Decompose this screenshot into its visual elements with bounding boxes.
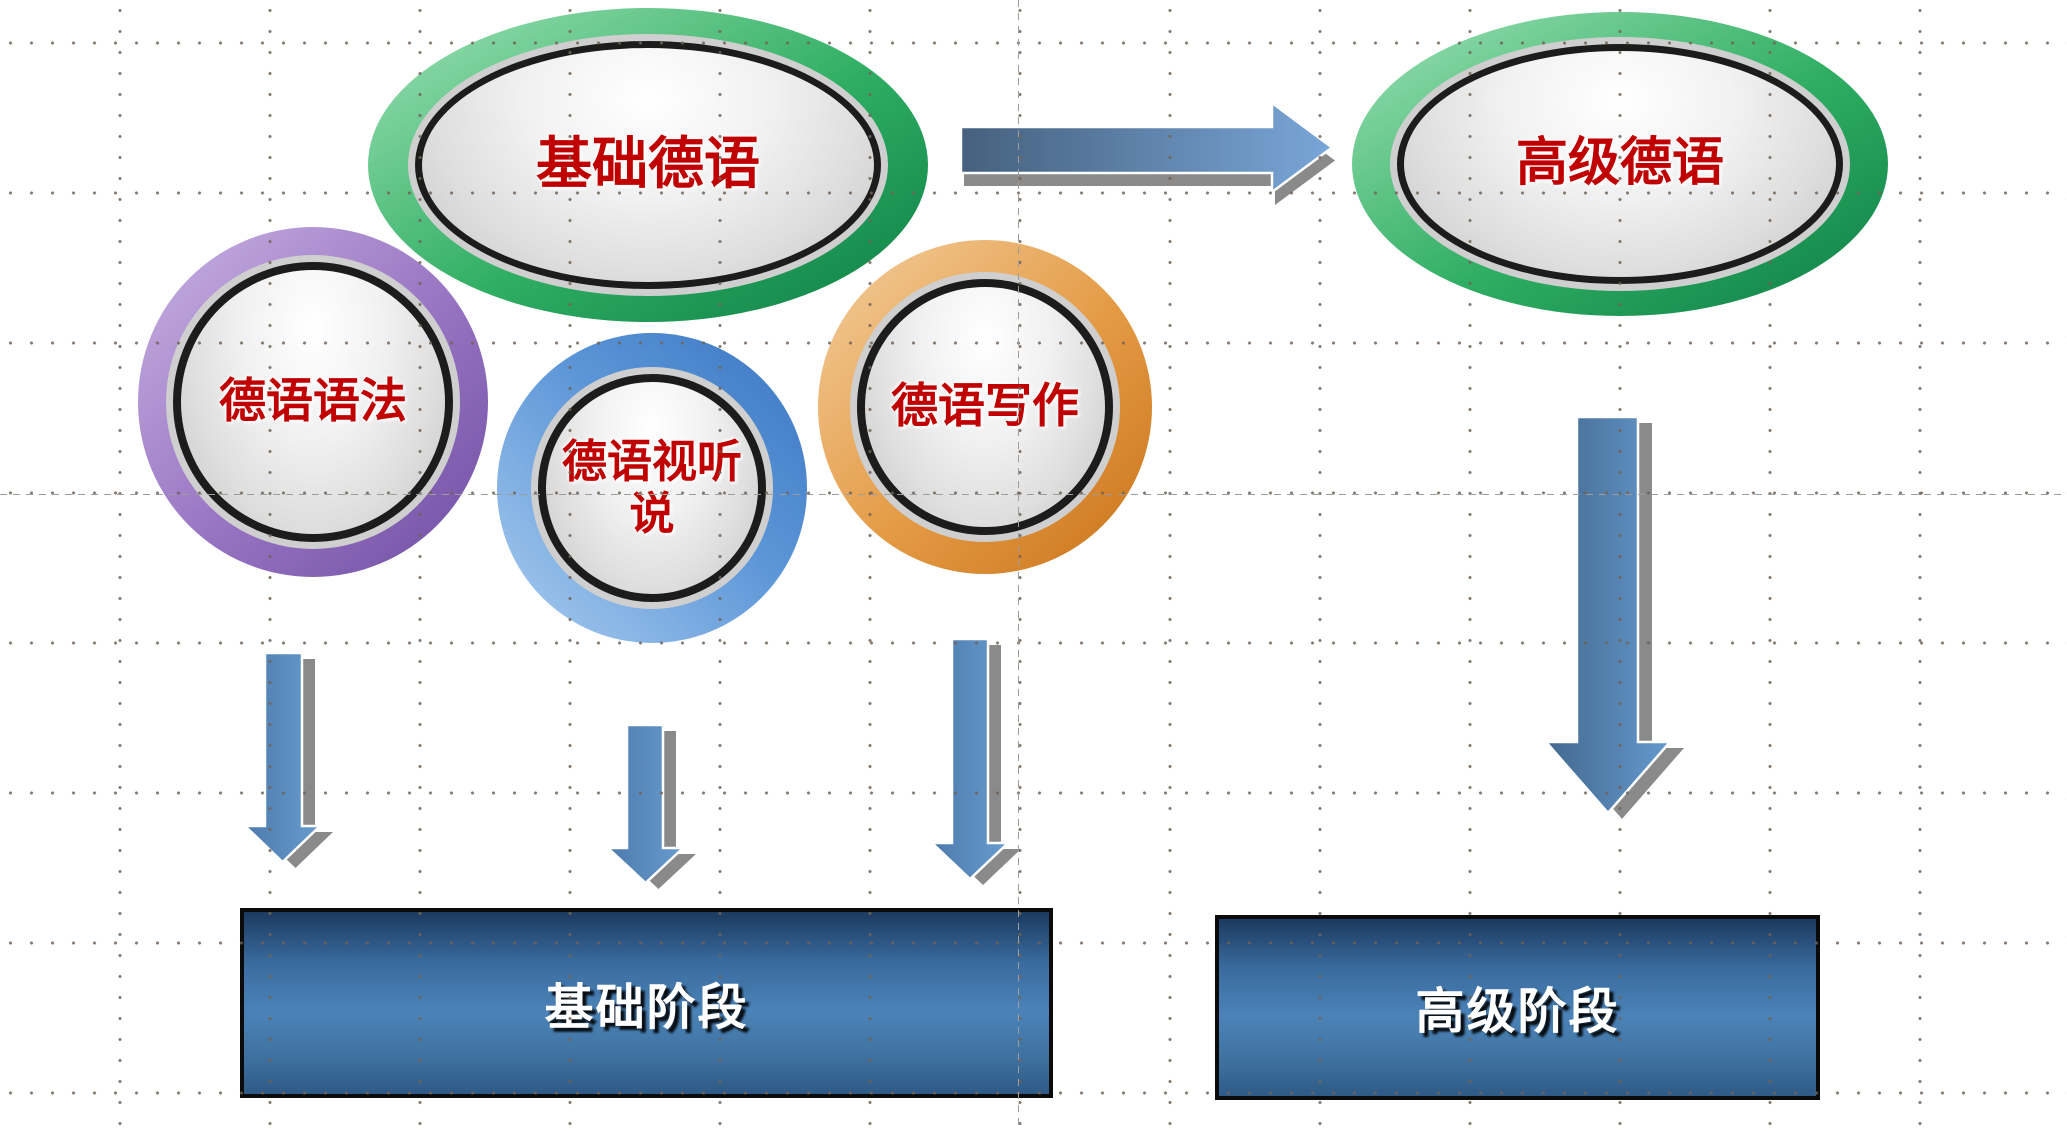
node-german-av-speaking[interactable]: 德语视听说 (497, 333, 807, 643)
node-advanced-german[interactable]: 高级德语 (1352, 12, 1888, 316)
stage-basic[interactable]: 基础阶段 (240, 908, 1053, 1098)
arrow-grammar-down[interactable] (241, 651, 337, 872)
node-label: 基础德语 (536, 131, 760, 197)
stage-label: 基础阶段 (544, 978, 749, 1036)
node-label: 高级德语 (1515, 133, 1724, 194)
arrow-basic-to-advanced[interactable] (959, 100, 1340, 209)
node-basic-german[interactable]: 基础德语 (368, 8, 928, 322)
arrow-av-speaking-down[interactable] (604, 723, 700, 893)
stage-label: 高级阶段 (1415, 983, 1620, 1040)
arrow-writing-down[interactable] (928, 637, 1025, 889)
stage-advanced[interactable]: 高级阶段 (1215, 915, 1820, 1100)
node-label: 德语视听说 (561, 435, 742, 540)
arrow-advanced-down[interactable] (1543, 415, 1688, 823)
